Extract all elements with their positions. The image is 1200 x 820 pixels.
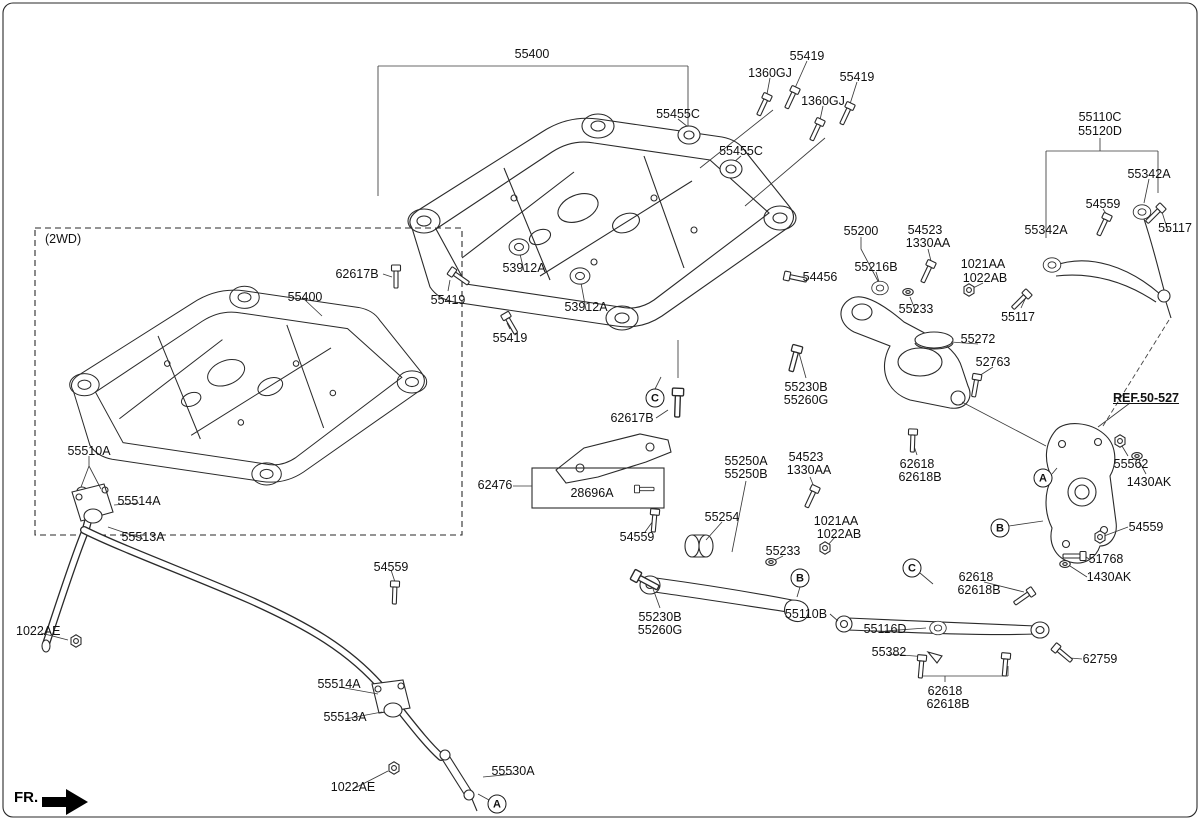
part-label: 55250A <box>724 454 768 468</box>
part-label: 1360GJ <box>748 66 792 80</box>
part-label: 62617B <box>335 267 379 281</box>
part-label: 55419 <box>839 70 875 84</box>
part-label: 1430AK <box>1086 570 1132 584</box>
part-label: 55514A <box>117 494 161 508</box>
part-label: 55342A <box>1024 223 1068 237</box>
part-label: 1022AE <box>330 780 376 794</box>
part-label: 53912A <box>502 261 546 275</box>
part-label: 54559 <box>619 530 655 544</box>
part-label: 1022AE <box>16 624 61 638</box>
callout-C: C <box>902 558 922 578</box>
part-label: 53912A <box>564 300 608 314</box>
part-label: 1022AB <box>816 527 862 541</box>
part-label: 62759 <box>1082 652 1118 666</box>
callout-C: C <box>645 388 665 408</box>
part-label: 55110B <box>784 607 828 621</box>
part-label: 55510A <box>67 444 111 458</box>
part-label: 55419 <box>492 331 528 345</box>
part-label: 55382 <box>871 645 907 659</box>
rod-bushing-drawing <box>684 534 714 558</box>
part-label: 62618 <box>927 684 963 698</box>
stabilizer-bar-drawing <box>41 483 445 761</box>
part-label: 62618 <box>958 570 994 584</box>
clip-drawing <box>926 650 943 664</box>
part-label: 55342A <box>1127 167 1171 181</box>
part-label: 51768 <box>1088 552 1124 566</box>
part-label: 52763 <box>975 355 1011 369</box>
part-label: 55200 <box>843 224 879 238</box>
2wd-variant-box <box>34 227 463 536</box>
part-label: 55250B <box>724 467 768 481</box>
part-label: 1330AA <box>786 463 832 477</box>
part-label: REF.50-527 <box>1112 391 1180 405</box>
part-label: 55530A <box>491 764 535 778</box>
part-label: 55233 <box>898 302 934 316</box>
part-label: 1022AB <box>962 271 1008 285</box>
part-label: 54456 <box>802 270 838 284</box>
part-label: 55117 <box>1158 221 1192 235</box>
part-label: 62618 <box>899 457 935 471</box>
part-label: 62618B <box>898 470 942 484</box>
leader-lines <box>40 60 1169 801</box>
part-label: (2WD) <box>45 232 82 246</box>
part-label: 55419 <box>789 49 825 63</box>
part-label: 62476 <box>477 478 513 492</box>
part-label: 1430AK <box>1126 475 1172 489</box>
part-label: 1021AA <box>813 514 859 528</box>
damper-part-box <box>531 467 665 509</box>
part-label: 28696A <box>570 486 614 500</box>
upper-arm-knuckle-link-line <box>1102 319 1170 427</box>
part-label: 55513A <box>121 530 165 544</box>
part-label: 55116D <box>863 622 907 636</box>
callout-A: A <box>487 794 507 814</box>
part-label: 55110C <box>1078 110 1122 124</box>
part-label: 54523 <box>788 450 824 464</box>
part-label: 55260G <box>637 623 683 637</box>
part-label: 55230B <box>638 610 682 624</box>
part-label: 55120D <box>1078 124 1122 138</box>
part-label: 55117 <box>1001 310 1035 324</box>
part-label: 1021AA <box>960 257 1006 271</box>
spring-pad-drawing <box>914 331 954 350</box>
part-label: 55513A <box>323 710 367 724</box>
part-label: 55400 <box>287 290 323 304</box>
part-label: 55562 <box>1113 457 1149 471</box>
part-label: 62618B <box>926 697 970 711</box>
stabilizer-link-drawing <box>439 749 478 812</box>
part-label: 54559 <box>1128 520 1164 534</box>
part-label: 55254 <box>704 510 740 524</box>
part-label: 55272 <box>960 332 996 346</box>
part-label: 62618B <box>957 583 1001 597</box>
part-label: 55216B <box>854 260 898 274</box>
part-label: 55230B <box>784 380 828 394</box>
part-label: 62617B <box>610 411 654 425</box>
part-label: 1330AA <box>905 236 951 250</box>
part-label: 54559 <box>1085 197 1121 211</box>
fr-label: FR. <box>14 789 39 806</box>
part-label: 55233 <box>765 544 801 558</box>
callout-B: B <box>790 568 810 588</box>
part-label: 55455C <box>719 144 763 158</box>
part-label: 1360GJ <box>801 94 845 108</box>
part-label: 55455C <box>656 107 700 121</box>
callout-B: B <box>990 518 1010 538</box>
part-label: 55400 <box>514 47 550 61</box>
part-label: 54523 <box>907 223 943 237</box>
fr-arrow-icon <box>42 789 88 815</box>
part-label: 54559 <box>373 560 409 574</box>
part-label: 55260G <box>783 393 829 407</box>
part-label: 55419 <box>430 293 466 307</box>
callout-A: A <box>1033 468 1053 488</box>
part-label: 55514A <box>317 677 361 691</box>
upper-arm-drawing <box>1052 212 1172 319</box>
